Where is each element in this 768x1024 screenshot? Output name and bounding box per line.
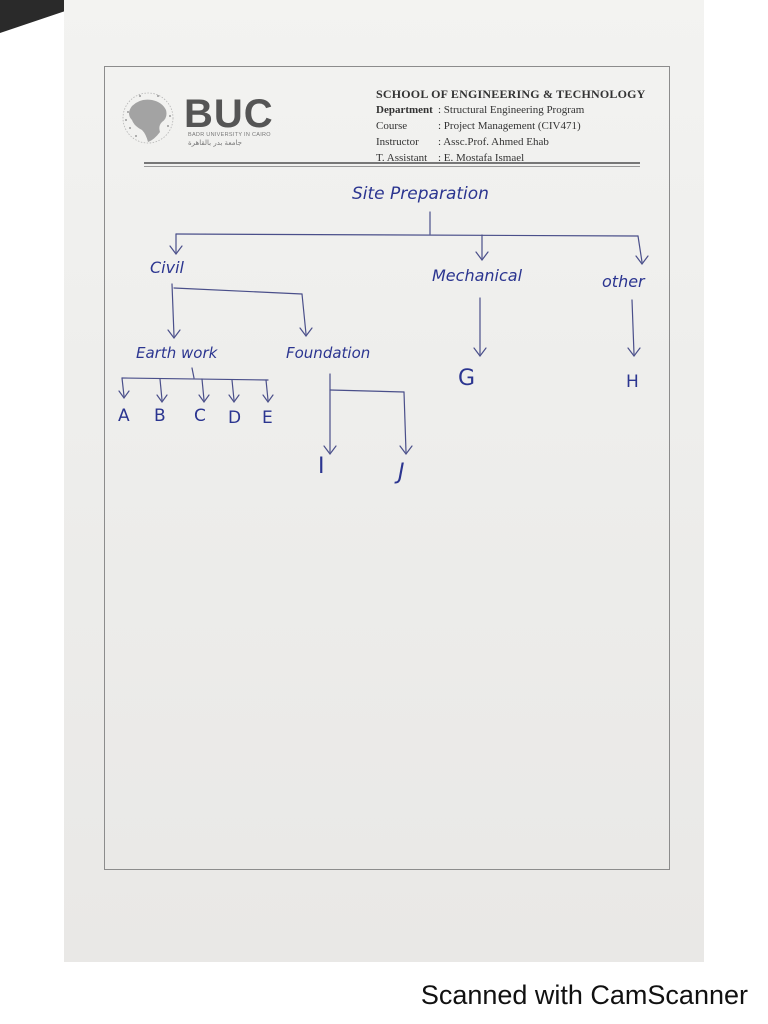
department-row: Department : Structural Engineering Prog…	[376, 102, 646, 118]
header-rule-thin	[144, 166, 640, 167]
course-header: SCHOOL OF ENGINEERING & TECHNOLOGY Depar…	[376, 86, 646, 166]
earthwork-child-a: A	[118, 406, 130, 426]
level1-node-mechanical: Mechanical	[432, 266, 523, 285]
globe-logo-icon	[122, 92, 174, 144]
assistant-value: : E. Mostafa Ismael	[438, 152, 525, 164]
civil-child-foundation: Foundation	[286, 344, 371, 362]
earthwork-child-e: E	[262, 408, 273, 428]
department-label: Department	[376, 104, 433, 116]
instructor-label: Instructor	[376, 136, 419, 148]
logo-wordmark: BUC	[184, 92, 274, 136]
root-node-label: Site Preparation	[352, 184, 489, 204]
course-label: Course	[376, 120, 408, 132]
course-value: : Project Management (CIV471)	[438, 120, 581, 132]
camscanner-watermark: Scanned with CamScanner	[420, 980, 748, 1010]
level1-node-civil: Civil	[150, 258, 184, 277]
course-row: Course : Project Management (CIV471)	[376, 118, 646, 134]
paper-sheet	[64, 0, 704, 962]
department-value: : Structural Engineering Program	[438, 104, 585, 116]
earthwork-child-d: D	[228, 408, 242, 428]
earthwork-child-b: B	[154, 406, 166, 426]
logo-subtitle: BADR UNIVERSITY IN CAIRO	[188, 132, 271, 138]
foundation-child-j: J	[398, 460, 405, 485]
page-frame	[104, 66, 670, 870]
foundation-child-i: I	[318, 454, 325, 479]
assistant-label: T. Assistant	[376, 152, 428, 164]
assistant-row: T. Assistant : E. Mostafa Ismael	[376, 150, 646, 166]
school-name: SCHOOL OF ENGINEERING & TECHNOLOGY	[376, 87, 646, 101]
logo-arabic-name: جامعة بدر بالقاهرة	[188, 139, 242, 147]
other-child-h: H	[626, 372, 639, 392]
civil-child-earthwork: Earth work	[136, 344, 218, 362]
instructor-value: : Assc.Prof. Ahmed Ehab	[438, 136, 549, 148]
earthwork-child-c: C	[194, 406, 206, 426]
header-rule	[144, 162, 640, 164]
mechanical-child-g: G	[458, 366, 476, 391]
instructor-row: Instructor : Assc.Prof. Ahmed Ehab	[376, 134, 646, 150]
level1-node-other: other	[602, 272, 645, 291]
